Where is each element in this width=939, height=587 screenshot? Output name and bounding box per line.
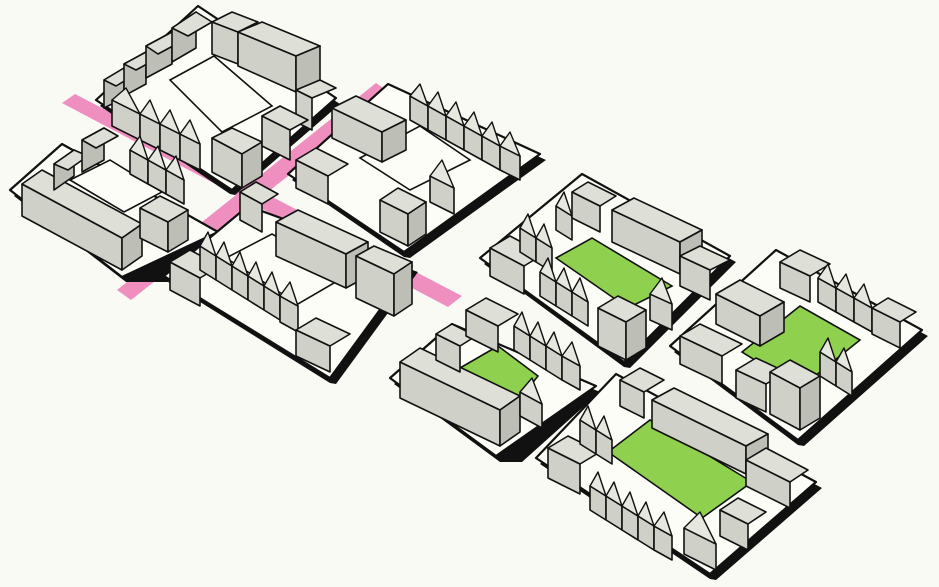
urban-blocks-diagram bbox=[0, 0, 939, 587]
